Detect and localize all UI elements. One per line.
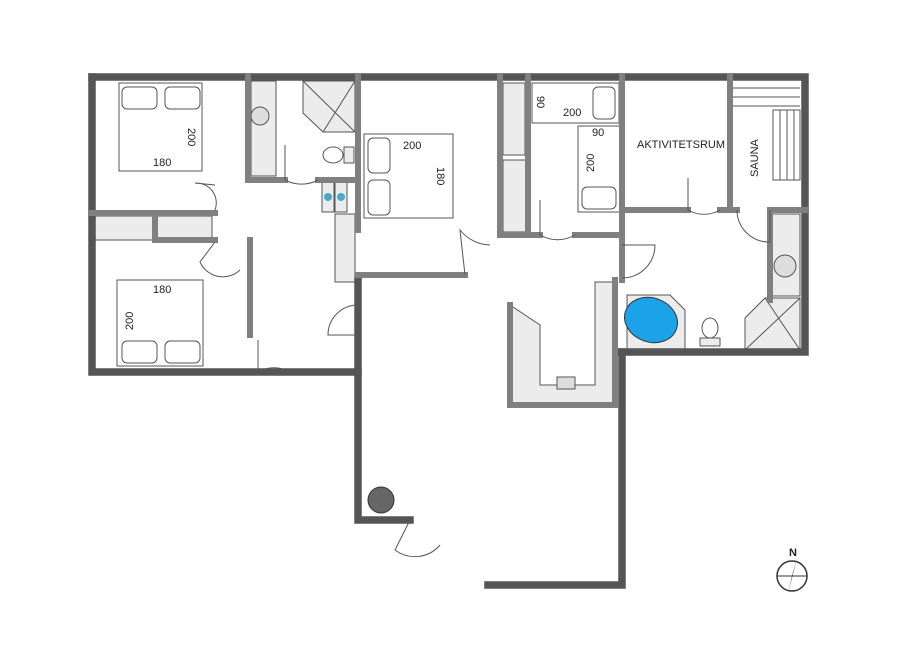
room-label-activity: AKTIVITETSRUM	[637, 139, 725, 151]
fixtures	[94, 80, 801, 514]
whirlpool-bathtub	[624, 296, 678, 344]
closet	[156, 215, 213, 239]
bed-length-label: 200	[563, 107, 581, 119]
toilet-tank	[343, 146, 355, 164]
bed-width-label: 90	[534, 96, 546, 108]
bed-width-label: 90	[592, 127, 604, 139]
toilet-icon	[701, 317, 719, 339]
doors	[194, 145, 771, 558]
beds	[116, 82, 621, 367]
door[interactable]	[257, 340, 291, 373]
fireplace-icon	[367, 486, 395, 514]
room-label-sauna: SAUNA	[749, 138, 761, 177]
closet	[502, 159, 530, 233]
closet	[502, 82, 526, 156]
toilet-tank	[699, 337, 721, 347]
kitchen-sink-icon	[556, 376, 576, 390]
bed-length-label: 200	[185, 128, 197, 146]
closet	[334, 213, 356, 283]
vanity-counter	[250, 80, 277, 177]
sauna-benches	[733, 87, 801, 181]
door[interactable]	[539, 200, 576, 241]
door[interactable]	[327, 304, 359, 336]
bed-width-label: 180	[153, 284, 171, 296]
entrance-door[interactable]	[394, 519, 441, 558]
bed-length-label: 200	[585, 154, 597, 172]
bed-width-label: 180	[434, 167, 446, 185]
door[interactable]	[194, 182, 217, 211]
labels: 180 200 180 200 200 180 90 200 90 200 AK…	[124, 96, 761, 330]
toilet-icon	[322, 146, 344, 164]
bed-length-label: 200	[124, 312, 136, 330]
sink-icon	[250, 106, 270, 126]
door[interactable]	[199, 241, 241, 278]
door[interactable]	[621, 244, 656, 279]
door[interactable]	[284, 145, 319, 185]
closet	[94, 215, 156, 241]
door[interactable]	[736, 209, 771, 243]
bed-width-label: 180	[153, 157, 171, 169]
door[interactable]	[459, 228, 491, 276]
compass: N	[776, 547, 808, 594]
door[interactable]	[687, 178, 721, 215]
compass-north-label: N	[789, 547, 797, 559]
sink-icon	[773, 254, 797, 278]
bed-length-label: 200	[403, 140, 421, 152]
